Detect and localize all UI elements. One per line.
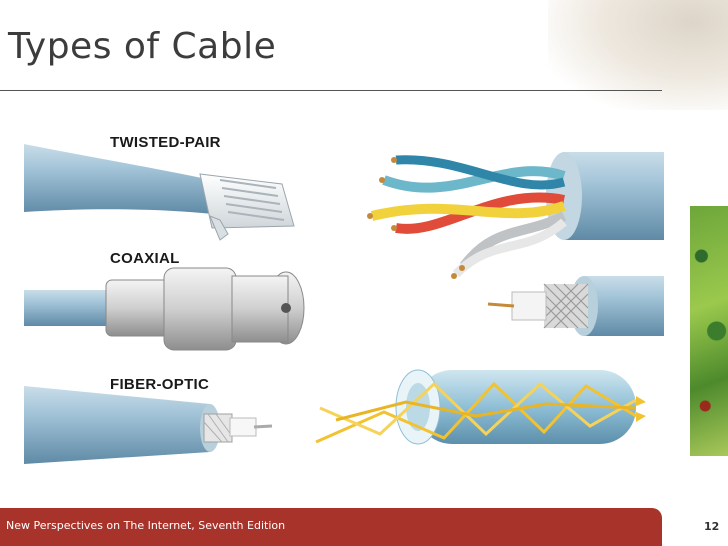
- slide-title: Types of Cable: [8, 26, 277, 67]
- twisted-pair-plug-graphic: [24, 144, 295, 241]
- coaxial-connector-graphic: [24, 267, 305, 351]
- cable-illustration: [24, 144, 664, 464]
- decorative-side-image: [690, 206, 728, 456]
- footer-text: New Perspectives on The Internet, Sevent…: [6, 519, 286, 532]
- coaxial-label: COAXIAL: [110, 250, 180, 267]
- coaxial-cable-graphic: [487, 276, 664, 336]
- decorative-corner-image: [548, 0, 728, 110]
- twisted-pair-wires-graphic: [367, 152, 664, 279]
- fiber-optic-cable-end-graphic: [24, 386, 273, 464]
- page-number: 12: [704, 520, 720, 533]
- footer-bar: New Perspectives on The Internet, Sevent…: [0, 508, 662, 546]
- fiber-optic-label: FIBER-OPTIC: [110, 376, 210, 393]
- twisted-pair-label: TWISTED-PAIR: [110, 134, 221, 151]
- fiber-optic-light-tube-graphic: [315, 369, 646, 445]
- cable-types-figure: TWISTED-PAIR COAXIAL FIBER-OPTIC: [24, 116, 680, 472]
- title-divider: [0, 90, 662, 91]
